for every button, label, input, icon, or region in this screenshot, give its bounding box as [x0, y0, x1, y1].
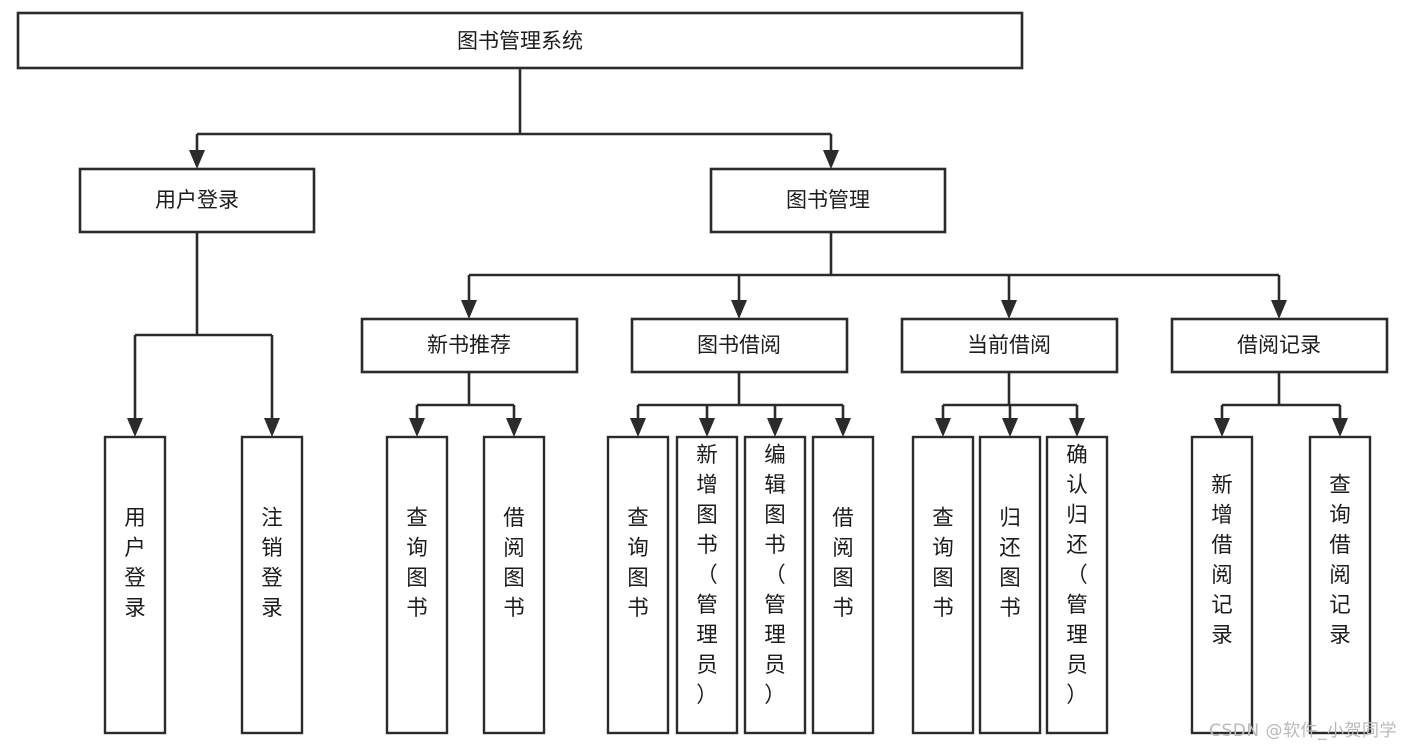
connector-layer — [127, 68, 1348, 437]
node-leaf-edit-book-label: 编辑图书（管理员） — [764, 443, 786, 708]
node-leaf-user-login-label: 用户登录 — [124, 506, 146, 621]
node-leaf-return-book-label: 归还图书 — [999, 506, 1021, 621]
node-leaf-query-record-box[interactable] — [1308, 435, 1372, 735]
node-leaf-user-login-box[interactable] — [103, 435, 167, 735]
arrowhead-leaf-query-book-2 — [630, 418, 646, 437]
node-leaf-user-login[interactable]: 用户登录 — [103, 435, 167, 735]
node-leaf-query-book-3-label: 查询图书 — [932, 506, 954, 621]
node-borrow-record-box[interactable] — [1170, 317, 1389, 374]
node-book-borrow[interactable]: 图书借阅 — [630, 317, 849, 374]
node-root[interactable]: 图书管理系统 — [16, 11, 1024, 70]
node-leaf-query-book-1-box[interactable] — [385, 435, 449, 735]
node-leaf-confirm-return-box[interactable] — [1045, 435, 1109, 735]
arrowhead-leaf-add-book — [699, 418, 715, 437]
csdn-watermark: CSDN @软件_小贺同学 — [1209, 721, 1397, 741]
arrowhead-leaf-edit-book — [767, 418, 783, 437]
node-leaf-logout-login-label: 注销登录 — [261, 506, 283, 621]
node-leaf-return-book-box[interactable] — [978, 435, 1042, 735]
arrowhead-leaf-confirm-return — [1069, 418, 1085, 437]
node-leaf-query-book-3[interactable]: 查询图书 — [911, 435, 975, 735]
node-leaf-borrow-book-1-label: 借阅图书 — [503, 506, 525, 621]
node-leaf-query-book-3-box[interactable] — [911, 435, 975, 735]
arrowhead-book-management — [823, 150, 839, 169]
node-user-login-box[interactable] — [78, 167, 316, 234]
node-leaf-add-record-box[interactable] — [1190, 435, 1254, 735]
node-current-borrow-box[interactable] — [900, 317, 1119, 374]
node-leaf-logout-login[interactable]: 注销登录 — [240, 435, 304, 735]
arrowhead-new-book-recommend — [461, 300, 477, 319]
arrowhead-leaf-query-record — [1332, 418, 1348, 437]
node-new-book-recommend-label: 新书推荐 — [427, 333, 511, 357]
node-leaf-add-record-label: 新增借阅记录 — [1211, 473, 1233, 648]
node-user-login-label: 用户登录 — [155, 188, 239, 212]
arrowhead-borrow-record — [1271, 300, 1287, 319]
node-leaf-add-book-label: 新增图书（管理员） — [696, 443, 718, 708]
arrowhead-leaf-query-book-1 — [409, 418, 425, 437]
node-current-borrow[interactable]: 当前借阅 — [900, 317, 1119, 374]
node-leaf-query-book-2[interactable]: 查询图书 — [606, 435, 670, 735]
node-book-borrow-label: 图书借阅 — [697, 333, 781, 357]
arrowhead-leaf-borrow-book-1 — [506, 418, 522, 437]
node-leaf-logout-login-box[interactable] — [240, 435, 304, 735]
node-user-login[interactable]: 用户登录 — [78, 167, 316, 234]
node-leaf-borrow-book-2-label: 借阅图书 — [832, 506, 854, 621]
node-leaf-return-book[interactable]: 归还图书 — [978, 435, 1042, 735]
node-leaf-add-book-box[interactable] — [675, 435, 739, 735]
arrowhead-leaf-query-book-3 — [935, 418, 951, 437]
node-book-management-box[interactable] — [709, 167, 947, 234]
node-root-label: 图书管理系统 — [457, 29, 583, 53]
arrowhead-leaf-borrow-book-2 — [835, 418, 851, 437]
node-leaf-query-record[interactable]: 查询借阅记录 — [1308, 435, 1372, 735]
node-leaf-query-book-1[interactable]: 查询图书 — [385, 435, 449, 735]
arrowhead-user-login — [189, 150, 205, 169]
node-leaf-borrow-book-2-box[interactable] — [811, 435, 875, 735]
node-leaf-edit-book-box[interactable] — [743, 435, 807, 735]
arrowhead-leaf-return-book — [1002, 418, 1018, 437]
node-borrow-record-label: 借阅记录 — [1237, 333, 1321, 357]
node-borrow-record[interactable]: 借阅记录 — [1170, 317, 1389, 374]
node-new-book-recommend[interactable]: 新书推荐 — [360, 317, 579, 374]
node-leaf-query-book-1-label: 查询图书 — [406, 506, 428, 621]
node-new-book-recommend-box[interactable] — [360, 317, 579, 374]
arrowhead-current-borrow — [1001, 300, 1017, 319]
node-leaf-query-book-2-label: 查询图书 — [627, 506, 649, 621]
arrowhead-leaf-user-login — [127, 418, 143, 437]
node-leaf-query-book-2-box[interactable] — [606, 435, 670, 735]
node-current-borrow-label: 当前借阅 — [967, 333, 1051, 357]
arrowhead-book-borrow — [731, 300, 747, 319]
node-leaf-confirm-return[interactable]: 确认归还（管理员） — [1045, 435, 1109, 735]
arrowhead-leaf-logout-login — [264, 418, 280, 437]
node-leaf-edit-book[interactable]: 编辑图书（管理员） — [743, 435, 807, 735]
node-leaf-borrow-book-2[interactable]: 借阅图书 — [811, 435, 875, 735]
node-book-management-label: 图书管理 — [786, 188, 870, 212]
node-leaf-query-record-label: 查询借阅记录 — [1329, 473, 1351, 648]
node-leaf-add-book[interactable]: 新增图书（管理员） — [675, 435, 739, 735]
node-book-management[interactable]: 图书管理 — [709, 167, 947, 234]
node-leaf-borrow-book-1-box[interactable] — [482, 435, 546, 735]
node-leaf-borrow-book-1[interactable]: 借阅图书 — [482, 435, 546, 735]
node-leaf-confirm-return-label: 确认归还（管理员） — [1066, 443, 1088, 708]
node-leaf-add-record[interactable]: 新增借阅记录 — [1190, 435, 1254, 735]
node-book-borrow-box[interactable] — [630, 317, 849, 374]
node-root-box[interactable] — [16, 11, 1024, 70]
arrowhead-leaf-add-record — [1214, 418, 1230, 437]
